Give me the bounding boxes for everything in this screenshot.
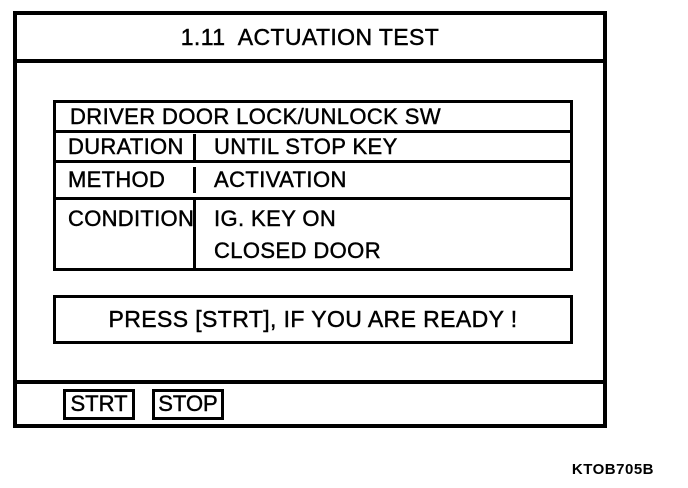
method-label: METHOD	[56, 167, 196, 193]
test-item-row: DRIVER DOOR LOCK/UNLOCK SW	[56, 103, 570, 133]
actuation-test-panel: 1.11 ACTUATION TEST DRIVER DOOR LOCK/UNL…	[13, 11, 607, 428]
method-value: ACTIVATION	[214, 167, 347, 192]
ready-prompt-text: PRESS [STRT], IF YOU ARE READY !	[108, 306, 518, 332]
figure-code: KTOB705B	[571, 461, 654, 478]
strt-button[interactable]: STRT	[63, 388, 135, 420]
test-item-name: DRIVER DOOR LOCK/UNLOCK SW	[70, 103, 442, 129]
duration-row: DURATION UNTIL STOP KEY	[56, 133, 570, 163]
condition-label: CONDITION	[56, 200, 196, 268]
page-title: 1.11 ACTUATION TEST	[180, 23, 440, 50]
duration-value: UNTIL STOP KEY	[214, 133, 398, 159]
condition-row: CONDITION IG. KEY ON CLOSED DOOR	[56, 200, 570, 268]
test-parameters-table: DRIVER DOOR LOCK/UNLOCK SW DURATION UNTI…	[53, 100, 573, 271]
title-bar: 1.11 ACTUATION TEST	[17, 15, 603, 63]
condition-line-1: IG. KEY ON	[214, 206, 337, 231]
condition-value: IG. KEY ON CLOSED DOOR	[196, 200, 570, 268]
soft-key-bar: STRT STOP	[17, 380, 603, 424]
condition-line-2: CLOSED DOOR	[214, 238, 381, 263]
duration-label: DURATION	[56, 133, 196, 160]
stop-button[interactable]: STOP	[152, 388, 224, 420]
ready-prompt-box: PRESS [STRT], IF YOU ARE READY !	[53, 295, 573, 344]
method-row: METHOD ACTIVATION	[56, 163, 570, 200]
